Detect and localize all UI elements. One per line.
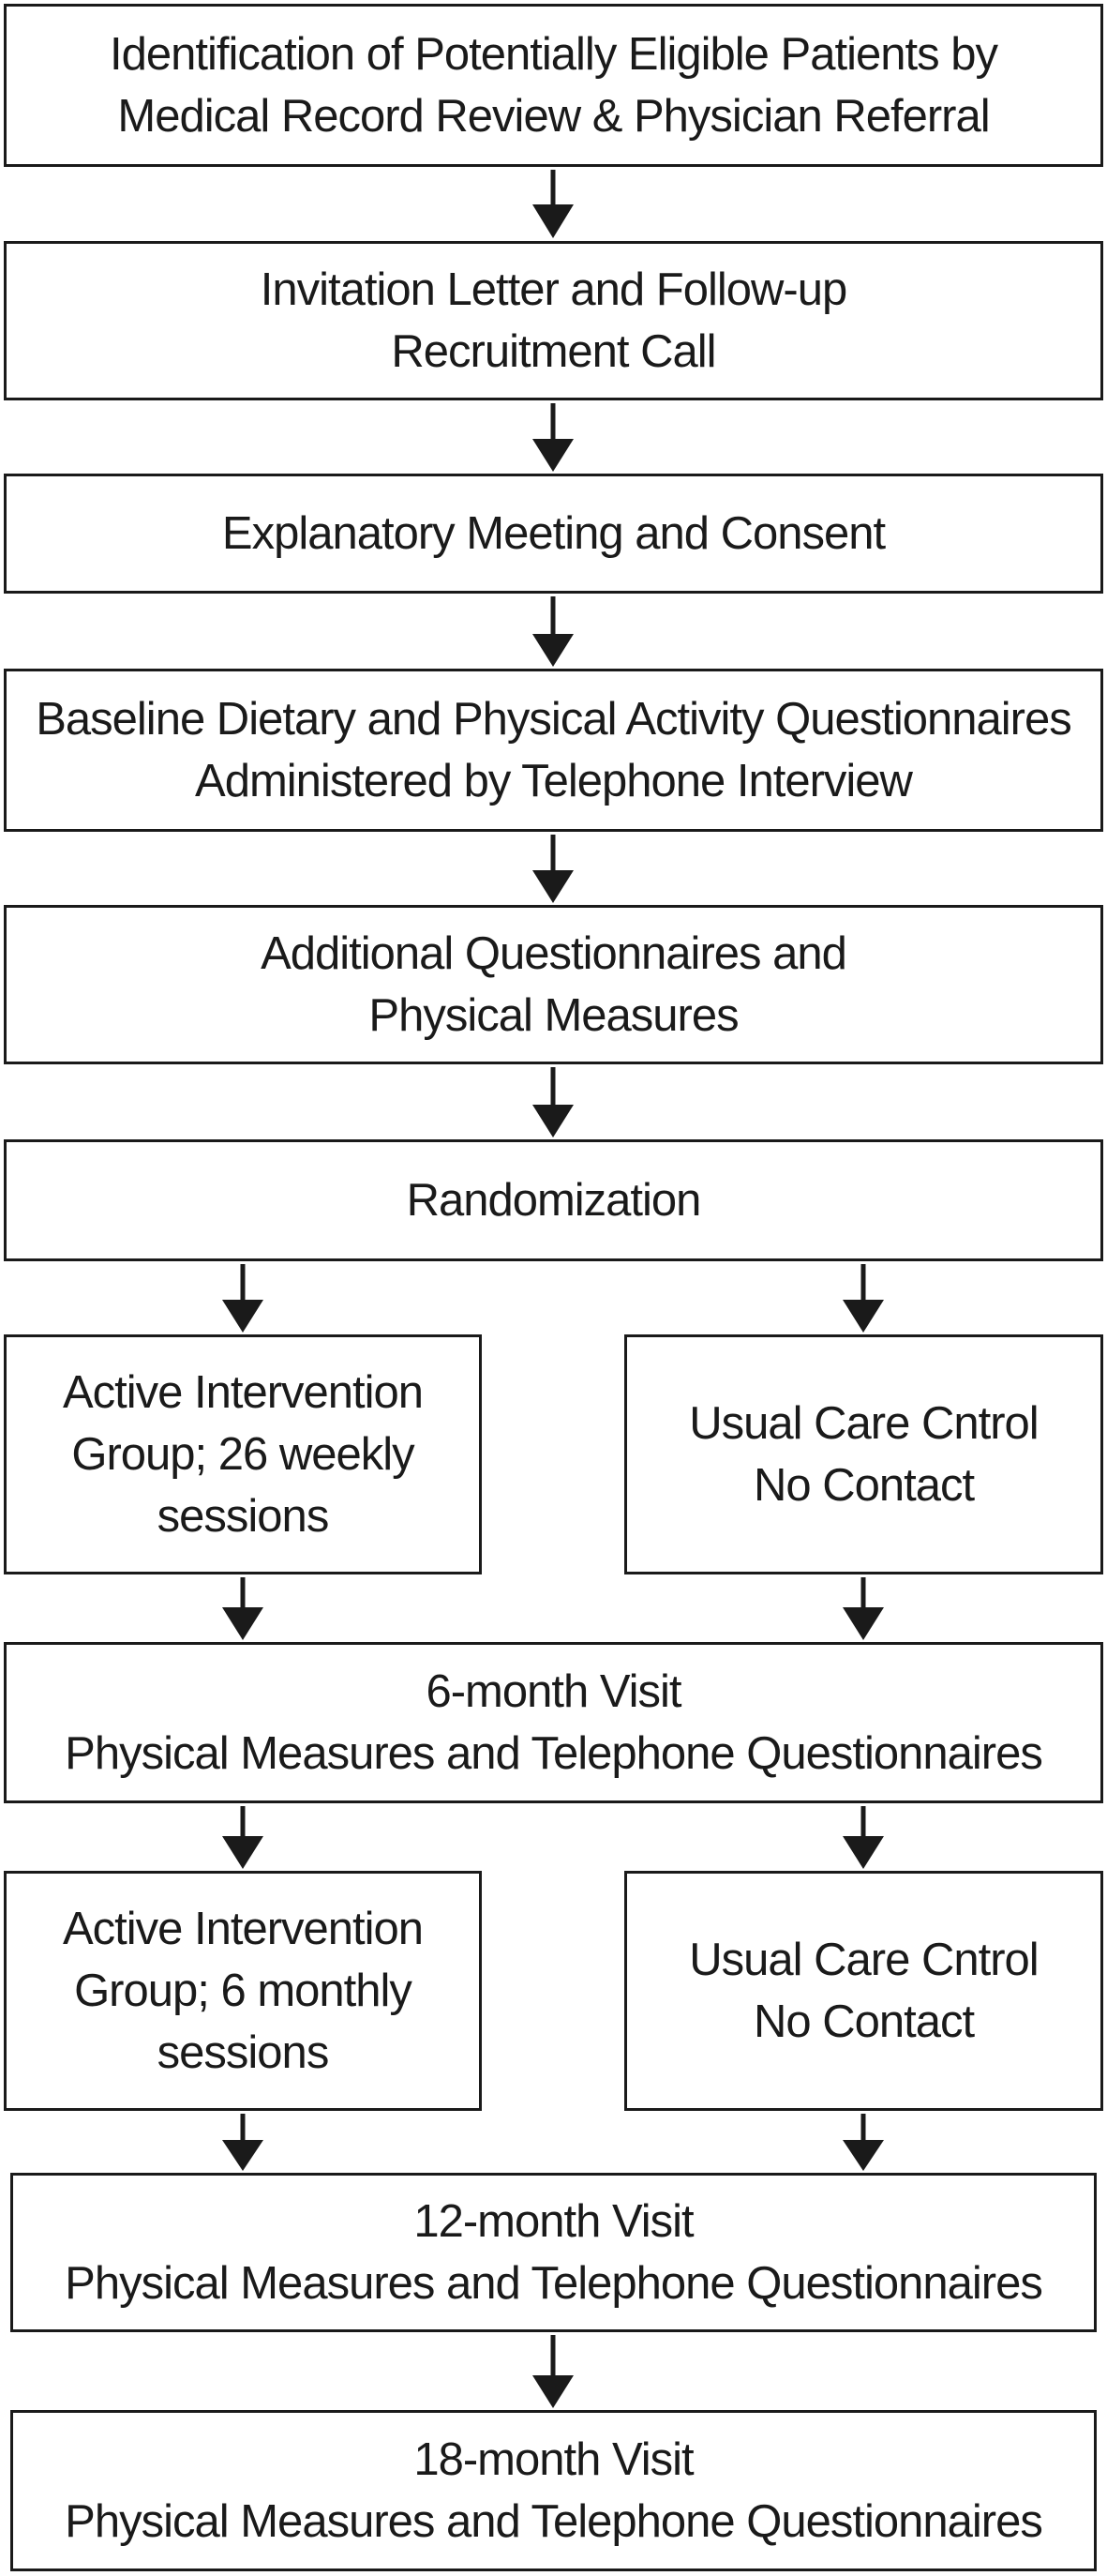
identification-line-1: Identification of Potentially Eligible P… [110, 28, 998, 80]
intervention-monthly-line-2: Group; 6 monthly [74, 1965, 412, 2016]
baseline-line-1: Baseline Dietary and Physical Activity Q… [36, 693, 1072, 745]
intervention-monthly-line-1: Active Intervention [62, 1903, 424, 1954]
intervention-weekly-line-2: Group; 26 weekly [71, 1428, 414, 1480]
baseline-questionnaires-box: Baseline Dietary and Physical Activity Q… [4, 669, 1103, 832]
eighteen-month-visit-box: 18-month Visit Physical Measures and Tel… [10, 2410, 1097, 2571]
arrowhead-6 [222, 1300, 263, 1333]
usual-care-box-1: Usual Care Cntrol No Contact [624, 1334, 1103, 1574]
usual-care-2-line-2: No Contact [753, 1996, 975, 2047]
additional-line-1: Additional Questionnaires and [261, 927, 847, 979]
arrowhead-10 [222, 1836, 263, 1869]
six-month-visit-box: 6-month Visit Physical Measures and Tele… [4, 1642, 1103, 1803]
usual-care-1-line-1: Usual Care Cntrol [689, 1397, 1039, 1449]
arrowhead-8 [222, 1607, 263, 1640]
additional-questionnaires-box: Additional Questionnaires and Physical M… [4, 905, 1103, 1064]
arrowhead-3 [532, 634, 574, 667]
usual-care-1-line-2: No Contact [753, 1460, 975, 1511]
six-month-line-2: Physical Measures and Telephone Question… [65, 1728, 1043, 1779]
intervention-weekly-line-3: sessions [157, 1491, 330, 1543]
twelve-month-visit-box: 12-month Visit Physical Measures and Tel… [10, 2173, 1097, 2332]
intervention-monthly-line-3: sessions [157, 2027, 330, 2079]
baseline-line-2: Administered by Telephone Interview [195, 756, 913, 806]
usual-care-box-2: Usual Care Cntrol No Contact [624, 1871, 1103, 2111]
arrowhead-13 [843, 2140, 884, 2171]
explanatory-meeting-line-1: Explanatory Meeting and Consent [221, 507, 886, 559]
identification-box: Identification of Potentially Eligible P… [4, 4, 1103, 167]
intervention-monthly-box: Active Intervention Group; 6 monthly ses… [4, 1871, 482, 2111]
six-month-line-1: 6-month Visit [426, 1665, 681, 1717]
arrowhead-7 [843, 1300, 884, 1333]
invitation-line-1: Invitation Letter and Follow-up [260, 264, 847, 315]
randomization-box: Randomization [4, 1139, 1103, 1261]
arrowhead-1 [532, 204, 574, 238]
randomization-line-1: Randomization [406, 1174, 702, 1226]
arrowhead-5 [532, 1105, 574, 1137]
arrowhead-14 [532, 2375, 574, 2408]
eighteen-month-line-2: Physical Measures and Telephone Question… [65, 2496, 1043, 2547]
identification-line-2: Medical Record Review & Physician Referr… [117, 91, 990, 142]
twelve-month-line-2: Physical Measures and Telephone Question… [65, 2258, 1043, 2309]
eighteen-month-line-1: 18-month Visit [413, 2433, 694, 2485]
arrowhead-11 [843, 1836, 884, 1869]
invitation-line-2: Recruitment Call [391, 326, 716, 377]
intervention-weekly-line-1: Active Intervention [62, 1366, 424, 1418]
arrowhead-9 [843, 1607, 884, 1640]
usual-care-2-line-1: Usual Care Cntrol [689, 1934, 1039, 1985]
invitation-box: Invitation Letter and Follow-up Recruitm… [4, 241, 1103, 400]
intervention-weekly-box: Active Intervention Group; 26 weekly ses… [4, 1334, 482, 1574]
explanatory-meeting-box: Explanatory Meeting and Consent [4, 474, 1103, 594]
additional-line-2: Physical Measures [368, 990, 739, 1041]
arrowhead-4 [532, 870, 574, 903]
arrowhead-12 [222, 2140, 263, 2171]
arrowhead-2 [532, 439, 574, 472]
twelve-month-line-1: 12-month Visit [413, 2195, 694, 2247]
